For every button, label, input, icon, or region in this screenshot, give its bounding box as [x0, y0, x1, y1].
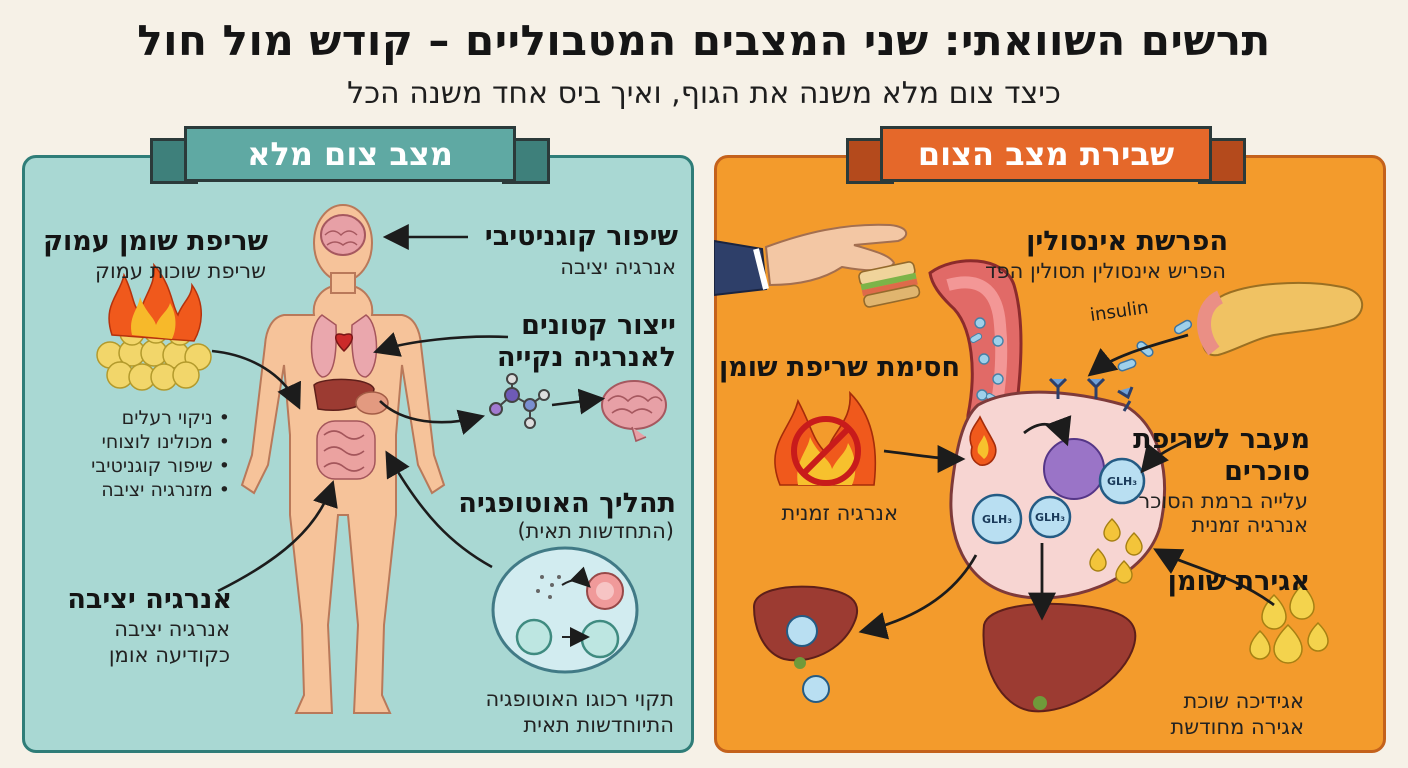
- stable-energy-title: אנרגיה יציבה: [67, 584, 232, 615]
- break-fast-banner-label: שבירת מצב הצום: [880, 126, 1212, 182]
- fasting-benefit-item: מכולינו לוצוחי: [91, 430, 230, 454]
- fasting-benefit-item: מזנרגיה יציבה: [91, 478, 230, 502]
- cognitive-title: שיפור קוגניטיבי: [484, 221, 678, 252]
- heart-icon: [335, 333, 353, 353]
- fasting-benefit-item: ניקוי רעלים: [91, 406, 230, 430]
- autophagy-line: התיוחדשות תאית: [523, 713, 674, 737]
- fasting-illustration: [96, 204, 667, 714]
- autophagy-line: תקוי רכוגו האוטופגיה: [485, 687, 674, 711]
- intestines-icon: [316, 420, 376, 480]
- fasting-benefits-list: ניקוי רעלים מכולינו לוצוחי שיפור קוגניטי…: [91, 406, 230, 502]
- fasting-banner: מצב צום מלא: [150, 126, 550, 184]
- cognitive-subtitle: אנרגיה יציבה: [560, 255, 676, 279]
- glh-label: GLH₃: [982, 513, 1012, 526]
- autophagy-cell-icon: [491, 546, 639, 674]
- break-fast-arrows: [858, 333, 1275, 640]
- stable-energy-line: אנרגיה יציבה: [114, 617, 230, 641]
- glh-label: GLH₃: [1035, 511, 1065, 524]
- insulin-release-title: הפרשת אינסולין: [1026, 226, 1228, 257]
- sugar-burn-line: עלייה ברמת הסוכר: [1138, 489, 1308, 513]
- break-fast-banner: שבירת מצב הצום: [846, 126, 1246, 184]
- ketones-title-line: ייצור קטונים: [521, 310, 676, 341]
- sugar-burn-line: אנרגיה זמנית: [1191, 513, 1308, 537]
- ketones-title-line: לאנרגיה נקייה: [496, 342, 676, 373]
- fasting-banner-label: מצב צום מלא: [184, 126, 516, 182]
- cell-icon: GLH₃ GLH₃ GLH₃: [949, 377, 1166, 600]
- fat-burning-icon: [96, 262, 212, 391]
- autophagy-subtitle: (התחדשות תאית): [517, 519, 674, 543]
- insulin-label: insulin: [1089, 297, 1150, 326]
- deep-fat-burning-subtitle: שריפת שוכות עמוק: [95, 259, 266, 283]
- blocked-fat-burning-icon: [774, 390, 877, 486]
- sugar-burn-title-line: מעבר לשריפת: [1133, 424, 1310, 455]
- fat-block-subtitle: אנרגיה זמנית: [781, 501, 898, 525]
- page-subtitle: כיצד צום מלא משנה את הגוף, ואיך ביס אחד …: [347, 76, 1061, 111]
- fasting-arrows: [211, 224, 606, 593]
- hand-with-sandwich-icon: [714, 223, 921, 308]
- autophagy-title: תהליך האוטופגיה: [458, 488, 676, 519]
- insulin-release-subtitle: הפריש אינסולין תסולין הפד: [985, 259, 1226, 283]
- sugar-burn-title-line: סוכרים: [1224, 456, 1310, 487]
- insulin-molecules: [1117, 319, 1193, 372]
- fat-storage-line: אגירה מחודשת: [1170, 715, 1305, 739]
- glh-label: GLH₃: [1107, 475, 1137, 488]
- liver-icon: [752, 585, 859, 703]
- ketone-molecule-icon: [489, 373, 550, 429]
- stable-energy-line: כקודיעה אומן: [108, 643, 230, 667]
- fat-block-title: חסימת שריפת שומן: [718, 352, 960, 383]
- liver-large-icon: [982, 602, 1137, 713]
- brain-small-icon: [601, 380, 667, 443]
- fasting-benefit-item: שיפור קוגניטיבי: [91, 454, 230, 478]
- deep-fat-burning-title: שריפת שומן עמוק: [43, 226, 268, 257]
- brain-icon: [320, 214, 366, 256]
- pancreas-icon: [1197, 281, 1364, 357]
- fat-storage-line: אגידיכה שוכת: [1183, 689, 1304, 713]
- break-fast-illustration: GLH₃ GLH₃ GLH₃ insulin: [714, 223, 1364, 713]
- page-title: תרשים השוואתי: שני המצבים המטבוליים – קו…: [137, 16, 1271, 65]
- liver-icon: [313, 378, 389, 415]
- fat-droplets-icon: [1249, 583, 1329, 664]
- fat-storage-title: אגירת שומן: [1167, 566, 1310, 597]
